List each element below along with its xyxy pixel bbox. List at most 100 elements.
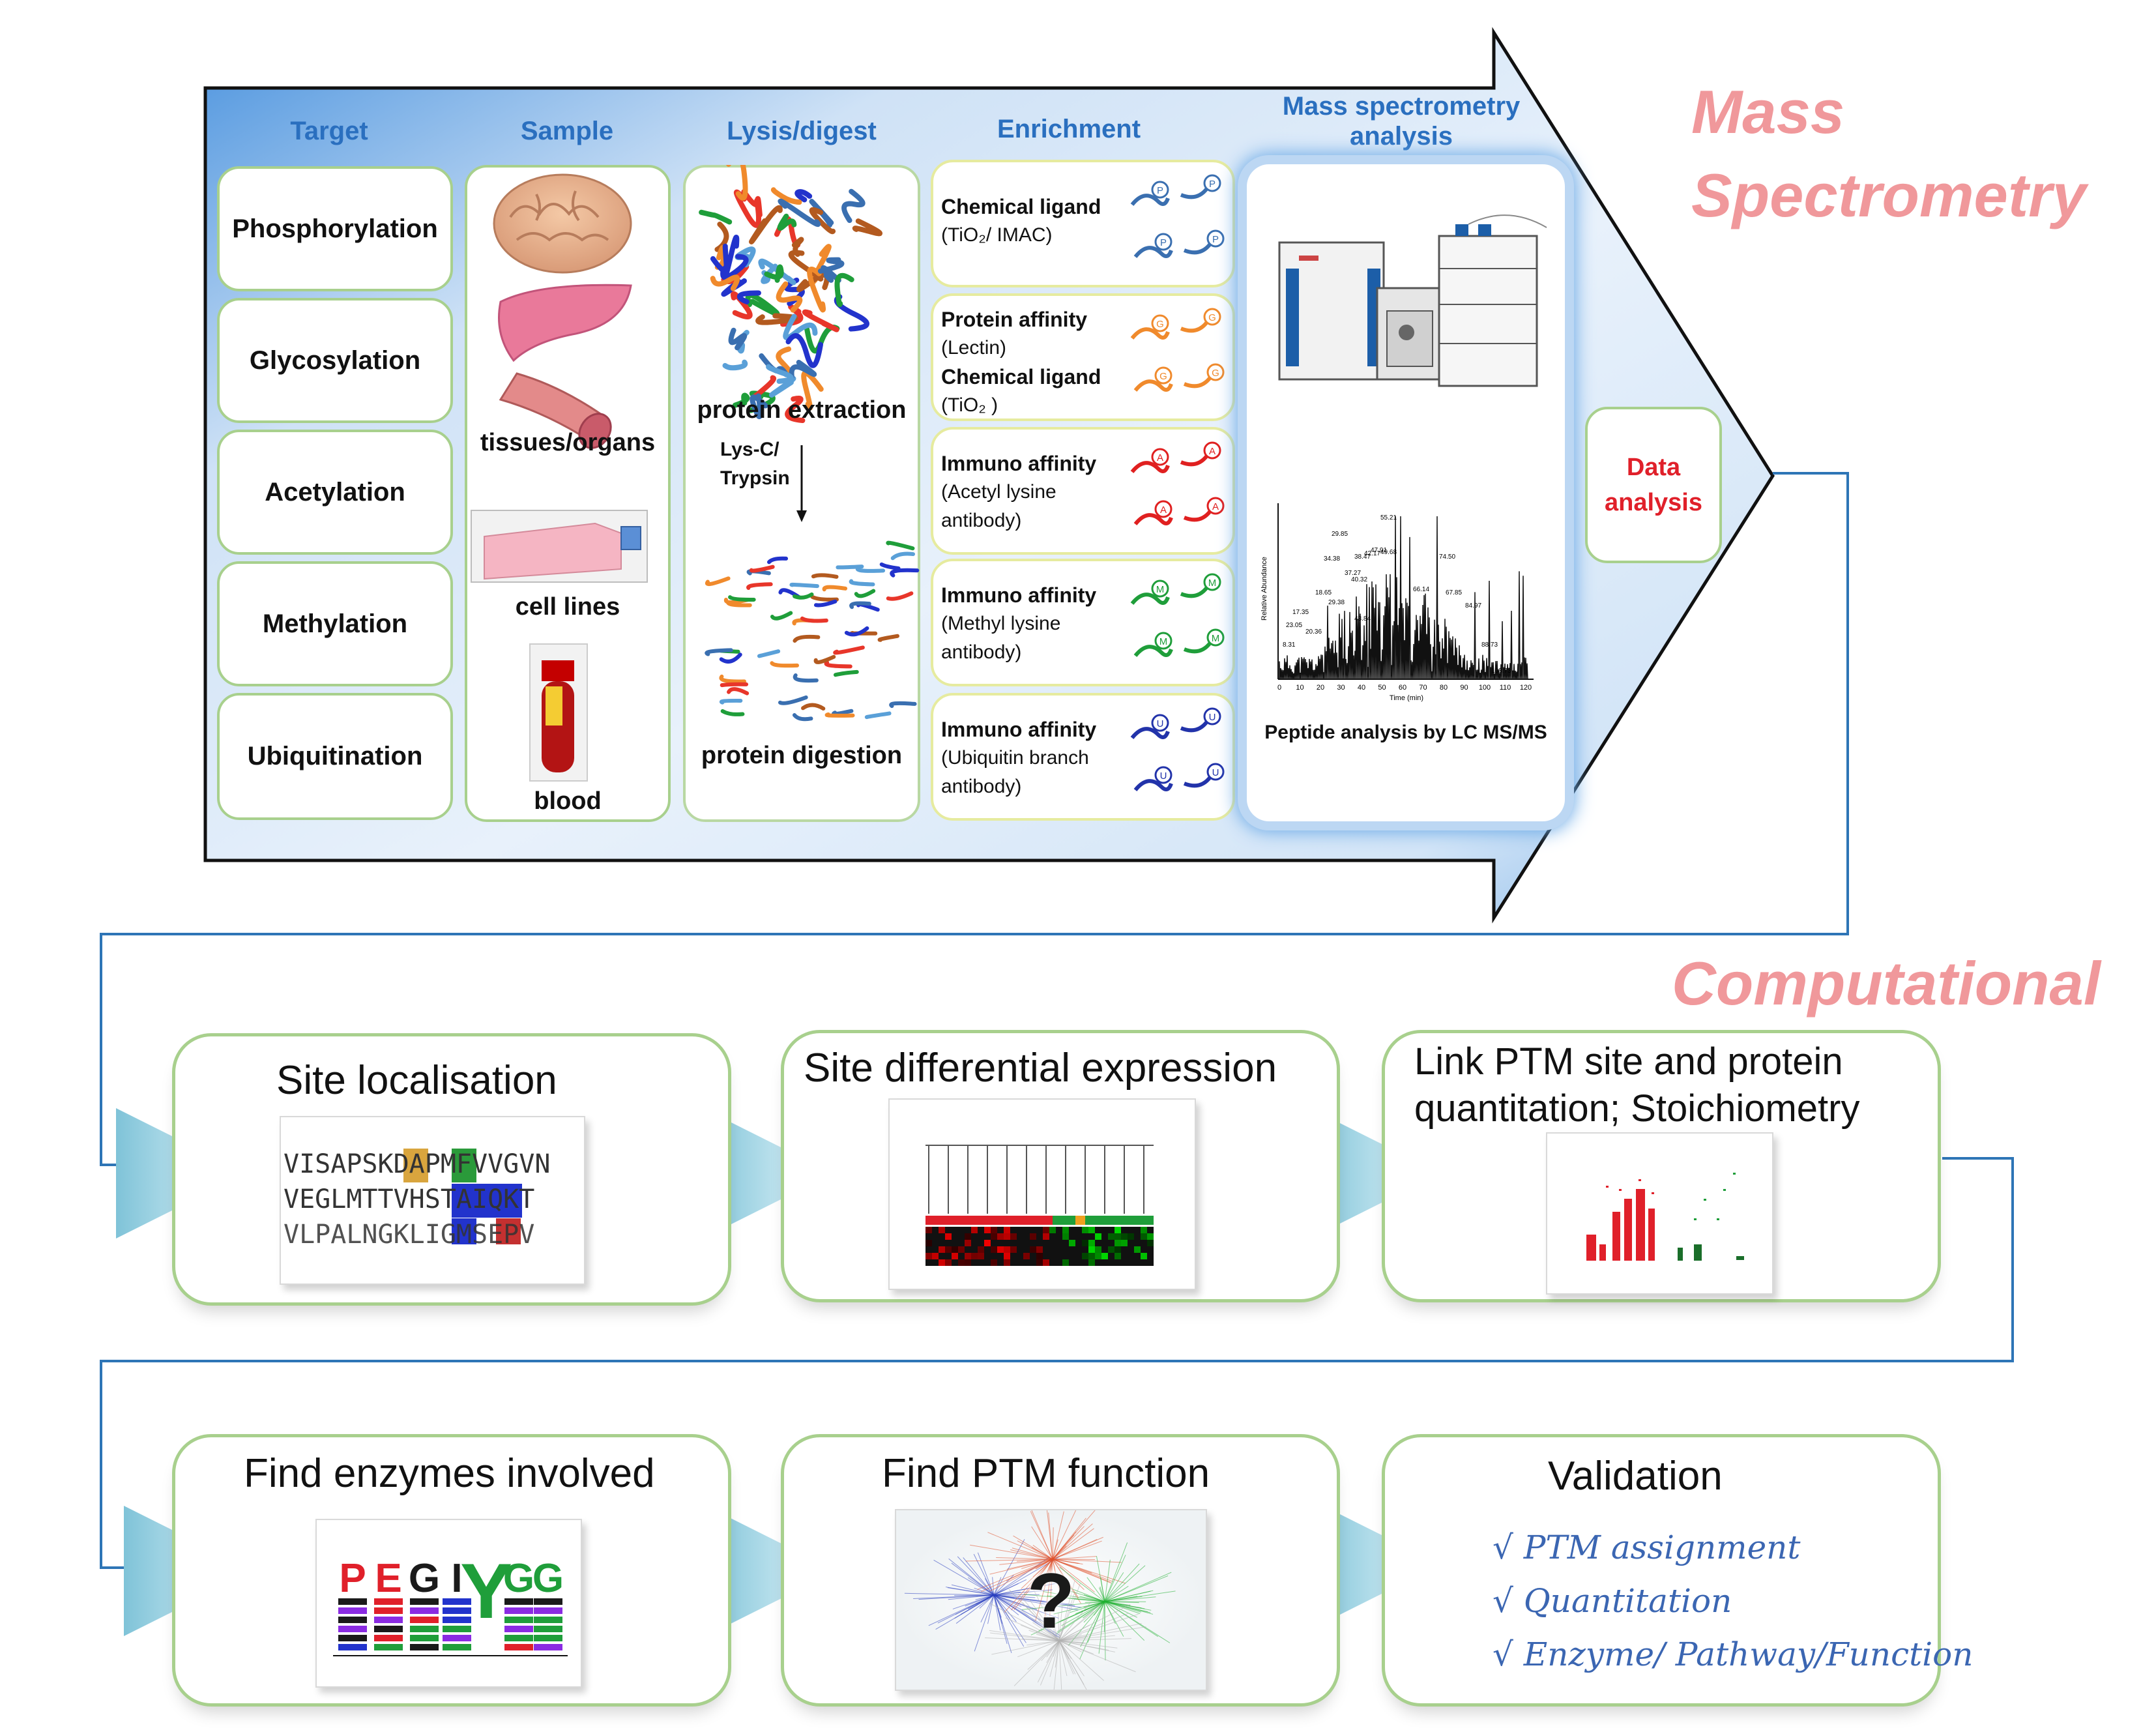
mass-spectrometry-label-line1: Mass — [1691, 78, 1845, 146]
cell-flask-icon — [471, 510, 648, 583]
sample-label-blood: blood — [534, 787, 602, 815]
heatmap-thumbnail — [888, 1098, 1196, 1290]
chromatogram-peak-label: 55.21 — [1380, 514, 1397, 521]
sequence-line-2: VEGLMTTVHSTAIQKT — [284, 1184, 535, 1214]
chromatogram-peak-label: 74.50 — [1439, 553, 1455, 561]
chromatogram-tick-label: 100 — [1479, 684, 1491, 692]
chromatogram-peak-label: 43.84 — [1354, 615, 1371, 623]
step-validation: Validation √ PTM assignment √ Quantitati… — [1382, 1434, 1973, 1707]
chromatogram-tick-label: 50 — [1378, 684, 1386, 692]
enrichment-line: Chemical ligand — [941, 365, 1101, 389]
ms-caption: Peptide analysis by LC MS/MS — [1264, 722, 1547, 743]
motif-letter: E — [375, 1556, 401, 1601]
motif-letter: G — [409, 1556, 440, 1601]
chromatogram-tick-label: 20 — [1317, 684, 1324, 692]
validation-item-quantitation: √ Quantitation — [1493, 1582, 1732, 1620]
svg-text:M: M — [1156, 584, 1165, 595]
enrichment-line: (Methyl lysine — [941, 613, 1061, 634]
svg-text:M: M — [1159, 636, 1168, 647]
network-thumbnail: ? — [895, 1509, 1207, 1691]
chromatogram-tick-label: 40 — [1358, 684, 1365, 692]
enrichment-line: Immuno affinity — [941, 718, 1097, 741]
enrichment-text: Immuno affinity (Acetyl lysine antibody) — [941, 449, 1096, 535]
chromatogram-tick-label: 90 — [1460, 684, 1468, 692]
lysis-label-digestion: protein digestion — [701, 742, 903, 769]
target-acetylation: Acetylation — [217, 430, 453, 555]
enrichment-line: antibody) — [941, 510, 1022, 531]
target-phosphorylation: Phosphorylation — [217, 166, 453, 291]
chromatogram-peak-label: 88.73 — [1481, 641, 1498, 649]
motif-letter: G — [503, 1556, 534, 1601]
chromatogram-peak-label: 17.35 — [1292, 609, 1309, 616]
chromatogram-peak-label: 29.38 — [1328, 599, 1345, 606]
enrichment-line: Protein affinity — [941, 308, 1088, 331]
mass-spectrometry-label-line2: Spectrometry — [1691, 161, 2086, 229]
svg-text:U: U — [1157, 718, 1164, 729]
chromatogram-peak-label: 47.91 — [1371, 547, 1387, 554]
liver-icon — [498, 284, 632, 362]
step-link-ptm: Link PTM site and protein quantitation; … — [1382, 1030, 1941, 1302]
lc-system-icon — [1376, 214, 1547, 387]
step-site-localisation: Site localisation VISAPSKDAPMFVVGVN VEGL… — [172, 1033, 731, 1306]
svg-text:P: P — [1160, 237, 1167, 248]
target-ubiquitination: Ubiquitination — [217, 693, 453, 820]
intestine-icon — [499, 372, 612, 449]
sample-label-tissues: tissues/organs — [480, 429, 656, 456]
chromatogram-peak-label: 8.31 — [1283, 641, 1296, 649]
enrichment-line: Chemical ligand — [941, 195, 1101, 218]
svg-text:P: P — [1209, 179, 1216, 190]
enrichment-line: (Acetyl lysine — [941, 481, 1056, 503]
svg-text:G: G — [1159, 371, 1167, 382]
step-site-localisation-title: Site localisation — [276, 1058, 557, 1103]
step-find-function-title: Find PTM function — [882, 1451, 1210, 1496]
step-site-differential: Site differential expression — [781, 1030, 1340, 1302]
svg-text:P: P — [1157, 185, 1163, 196]
chromatogram-tick-label: 110 — [1500, 684, 1511, 692]
protein-illustrations — [699, 165, 920, 722]
network-graphic — [896, 1510, 1206, 1690]
lysis-enzyme-label: Lys-C/ Trypsin — [720, 435, 790, 493]
step-find-function: Find PTM function ? — [781, 1434, 1340, 1707]
svg-text:U: U — [1209, 712, 1216, 723]
chromatogram-x-label: Time (min) — [1390, 694, 1423, 702]
column-header-lysis: Lysis/digest — [727, 117, 877, 145]
flow-triangles — [116, 1108, 1440, 1636]
chromatogram-peak-label: 108.73 — [1491, 667, 1511, 675]
validation-item-ptm: √ PTM assignment — [1493, 1529, 1801, 1566]
chromatogram-tick-label: 70 — [1419, 684, 1427, 692]
svg-text:U: U — [1212, 767, 1219, 778]
enrichment-line: (Ubiquitin branch — [941, 747, 1089, 769]
column-header-sample: Sample — [520, 117, 614, 145]
computational-label: Computational — [1672, 949, 2101, 1018]
enrichment-text: Chemical ligand(TiO₂/ IMAC) — [941, 192, 1101, 250]
chromatogram-peak-label: 38.47 — [1354, 553, 1371, 561]
chromatogram-peak-label: 84.97 — [1465, 602, 1481, 609]
chromatogram-peak-label: 29.85 — [1332, 531, 1348, 538]
sample-panel — [465, 165, 671, 822]
lysis-label-extraction: protein extraction — [697, 396, 907, 424]
chromatogram-peak-label: 34.38 — [1324, 555, 1340, 563]
enrichment-line: Immuno affinity — [941, 452, 1097, 475]
step-find-enzymes-title: Find enzymes involved — [244, 1451, 655, 1496]
enrichment-line: (TiO₂ ) — [941, 394, 998, 416]
motif-letter: I — [451, 1556, 462, 1601]
step-link-ptm-title-line1: Link PTM site and protein — [1414, 1040, 1843, 1083]
motif-letter: P — [339, 1556, 366, 1601]
sequence-alignment-thumbnail: VISAPSKDAPMFVVGVN VEGLMTTVHSTAIQKT VLPAL… — [280, 1116, 585, 1285]
chromatogram-tick-label: 0 — [1277, 684, 1281, 692]
column-header-target: Target — [290, 117, 368, 145]
chromatogram-peak-label: 18.65 — [1315, 589, 1332, 596]
